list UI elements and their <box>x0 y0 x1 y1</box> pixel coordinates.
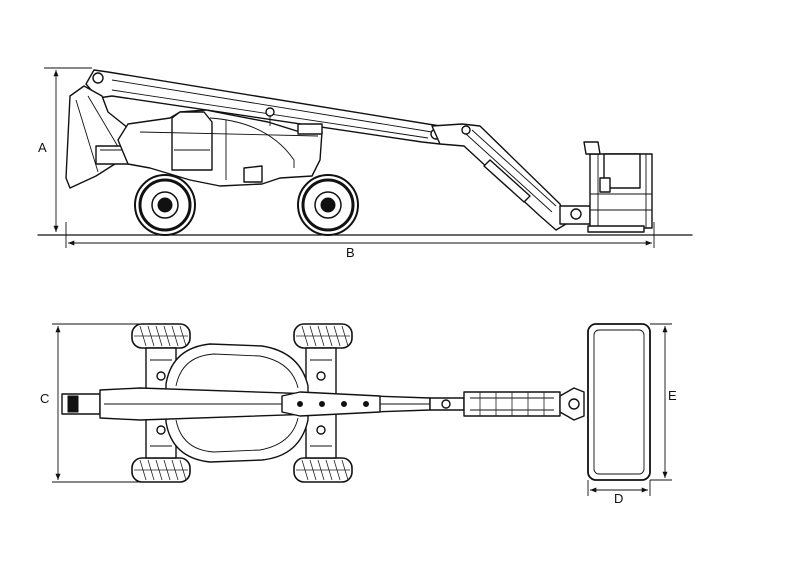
dimension-b: B <box>65 222 655 260</box>
tire-rear-left <box>293 323 353 349</box>
dimension-label-b: B <box>346 245 355 260</box>
platform-basket <box>583 141 653 233</box>
dimension-label-d: D <box>614 491 623 506</box>
boom-top <box>61 387 465 421</box>
top-view: C <box>40 323 677 506</box>
chassis <box>117 107 323 187</box>
jib-boom <box>431 123 591 231</box>
dimension-c: C <box>40 323 140 483</box>
tire-rear-right <box>293 457 353 483</box>
dimension-e: E <box>650 323 677 481</box>
dimension-label-e: E <box>668 388 677 403</box>
tire-front-right <box>131 457 191 483</box>
dimension-a: A <box>38 67 92 232</box>
dimension-label-a: A <box>38 140 47 155</box>
rear-wheel <box>297 174 359 236</box>
dimension-d: D <box>587 480 651 506</box>
dimension-label-c: C <box>40 391 49 406</box>
side-view: A B <box>37 67 693 260</box>
jib-top <box>463 387 585 421</box>
tire-front-left <box>131 323 191 349</box>
front-wheel <box>134 174 196 236</box>
platform-top <box>587 323 651 481</box>
